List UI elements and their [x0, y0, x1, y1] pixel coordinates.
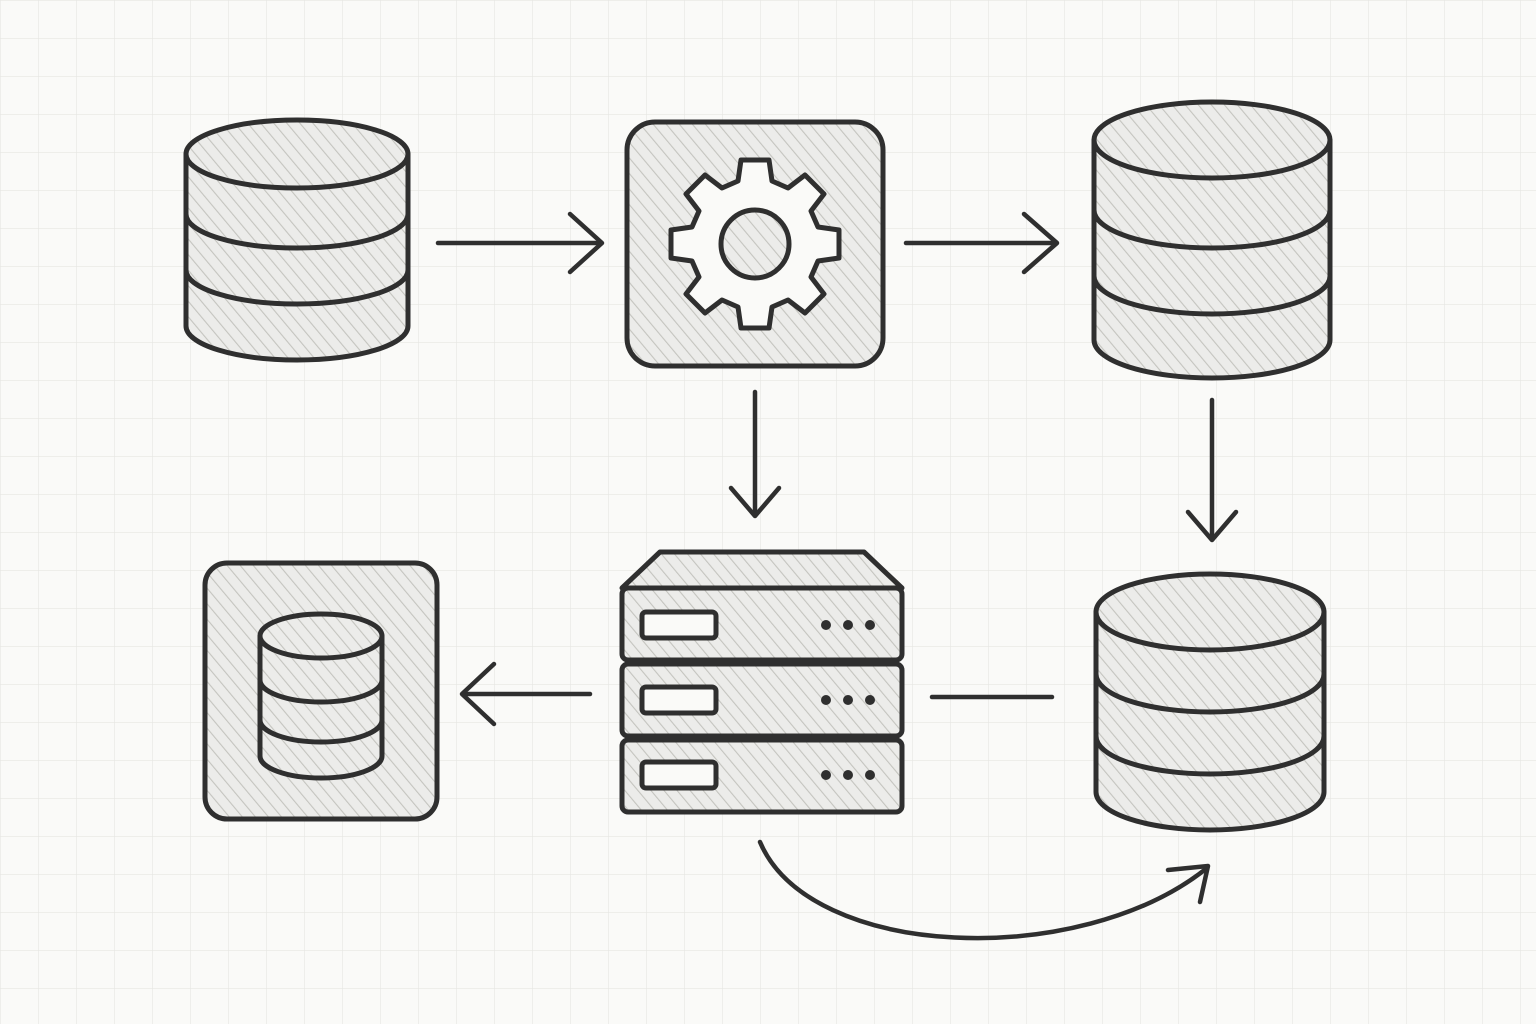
status-lights [821, 620, 875, 780]
processing-service[interactable] [624, 119, 886, 369]
source-database[interactable] [183, 117, 411, 363]
server-unit-2 [619, 661, 905, 739]
server-unit-1 [619, 585, 905, 663]
arrow-processing-to-server [728, 389, 782, 519]
server-unit-3 [619, 737, 905, 815]
arrow-server-curve-to-archive [757, 839, 1211, 941]
database-icon [257, 611, 385, 781]
target-database[interactable] [1091, 99, 1333, 381]
database-icon [1093, 571, 1327, 833]
database-icon [183, 117, 411, 363]
arrow-source-to-processing [435, 211, 605, 275]
drive-slot [639, 684, 719, 716]
server-rack[interactable] [619, 549, 905, 815]
arrow-server-to-backup [459, 661, 593, 727]
archive-database[interactable] [1093, 571, 1327, 833]
arrow-target-to-archive [1185, 397, 1239, 543]
server-icon [619, 549, 905, 815]
gear-icon [668, 157, 842, 331]
drive-slot [639, 609, 719, 641]
arrow-processing-to-target [903, 211, 1060, 275]
drive-slot [639, 759, 719, 791]
database-icon [1091, 99, 1333, 381]
backup-storage[interactable] [202, 560, 440, 822]
